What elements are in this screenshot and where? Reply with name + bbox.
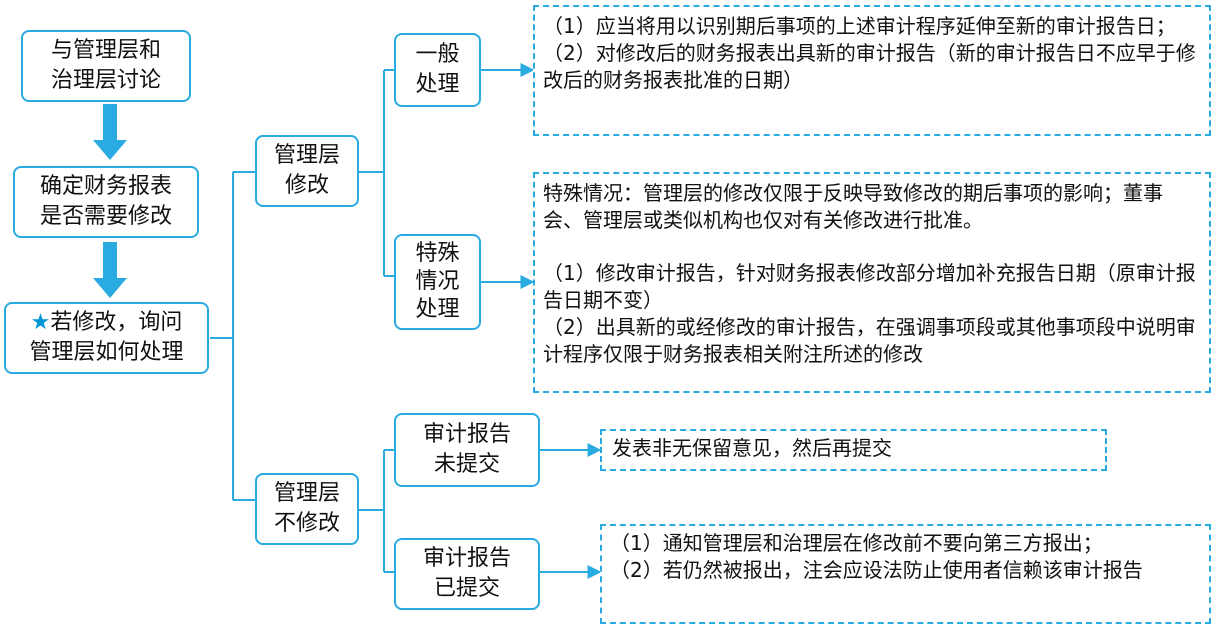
special-handling-node: 特殊情况处理	[394, 234, 481, 330]
special-note-item-1: （1）修改审计报告，针对财务报表修改部分增加补充报告日期（原审计报告日期不变）	[543, 261, 1196, 312]
general-note-item-1: （1）应当将用以识别期后事项的上述审计程序延伸至新的审计报告日；	[543, 14, 1176, 38]
modify-node: 管理层修改	[255, 135, 359, 207]
report-not-submitted-node: 审计报告未提交	[394, 413, 540, 487]
step-determine-node: 确定财务报表是否需要修改	[13, 166, 199, 238]
no-modify-node: 管理层不修改	[255, 473, 359, 545]
down-arrow-2	[93, 242, 127, 298]
star-icon: ★	[30, 310, 51, 335]
step-inquire-node: ★若修改，询问 管理层如何处理	[4, 302, 209, 374]
special-note-intro: 特殊情况：管理层的修改仅限于反映导致修改的期后事项的影响；董事会、管理层或类似机…	[543, 181, 1163, 232]
not-submitted-note: 发表非无保留意见，然后再提交	[600, 429, 1107, 471]
special-note-item-2: （2）出具新的或经修改的审计报告，在强调事项段或其他事项段中说明审计程序仅限于财…	[543, 315, 1196, 366]
general-note-item-2: （2）对修改后的财务报表出具新的审计报告（新的审计报告日不应早于修改后的财务报表…	[543, 41, 1196, 92]
submitted-note-item-1: （1）通知管理层和治理层在修改前不要向第三方报出；	[610, 531, 1103, 555]
report-submitted-node: 审计报告已提交	[394, 538, 540, 610]
no-modify-bracket	[359, 449, 394, 573]
main-bracket	[210, 171, 255, 501]
modify-bracket	[359, 69, 394, 277]
step-discuss-node: 与管理层和治理层讨论	[21, 30, 191, 102]
general-handling-node: 一般处理	[394, 33, 481, 107]
special-handling-note: 特殊情况：管理层的修改仅限于反映导致修改的期后事项的影响；董事会、管理层或类似机…	[533, 172, 1211, 393]
down-arrow-1	[93, 104, 127, 160]
general-handling-note: （1）应当将用以识别期后事项的上述审计程序延伸至新的审计报告日； （2）对修改后…	[533, 5, 1211, 136]
submitted-note: （1）通知管理层和治理层在修改前不要向第三方报出； （2）若仍然被报出，注会应设…	[600, 524, 1211, 624]
submitted-note-item-2: （2）若仍然被报出，注会应设法防止使用者信赖该审计报告	[610, 558, 1143, 582]
